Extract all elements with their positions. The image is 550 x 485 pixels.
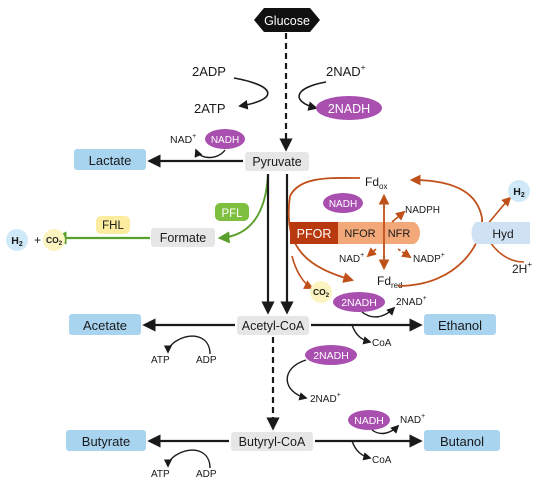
h2-left-circle — [6, 229, 28, 251]
nadh2-ethanol-pill — [333, 292, 385, 312]
nadh2-mid-pill — [305, 345, 357, 365]
fhl-box — [96, 216, 130, 234]
nad2-ethanol-label: 2NAD+ — [396, 295, 427, 308]
h2-right-circle — [508, 180, 530, 202]
lactate-label: Lactate — [89, 153, 132, 168]
acetate-box — [69, 314, 141, 335]
nadh-lactate-curve — [194, 148, 226, 159]
co2-right-circle — [310, 281, 332, 303]
coa-butanol-label: CoA — [372, 455, 392, 466]
acetate-label: Acetate — [83, 318, 127, 333]
adp2-label: 2ADP — [192, 64, 226, 79]
butanol-box — [424, 430, 500, 451]
nad2-label: 2NAD+ — [326, 63, 366, 79]
nadh-pfor-pill — [323, 193, 363, 213]
butyrate-box — [66, 430, 146, 451]
hyd-label: Hyd — [492, 227, 513, 241]
lactate-box — [74, 149, 146, 170]
coa-butanol-curve — [351, 440, 372, 461]
nfor-box — [338, 222, 382, 244]
adp-atp-curve — [233, 77, 269, 110]
h2-left-label: H2 — [11, 235, 23, 248]
acetylcoa-label: Acetyl-CoA — [242, 319, 305, 333]
nfor-label: NFOR — [344, 228, 375, 240]
fd-ox-label: Fdox — [365, 175, 387, 191]
nadh2-top-label: 2NADH — [328, 102, 370, 116]
nad-butanol-label: NAD+ — [400, 413, 425, 426]
nad-pfor-label: NAD+ — [339, 252, 364, 265]
pyruvate-box — [245, 152, 309, 171]
nad-pfor-arrow — [366, 247, 377, 258]
pfor-label: PFOR — [297, 227, 332, 241]
adp-butyrate-label: ADP — [196, 469, 217, 480]
pfor-loop — [289, 177, 361, 197]
ethanol-box — [424, 314, 496, 335]
nadp-arrow — [397, 248, 412, 259]
glucose-label: Glucose — [264, 14, 310, 28]
butanol-label: Butanol — [440, 434, 484, 449]
nfr-label: NFR — [388, 228, 411, 240]
formate-box — [151, 228, 215, 247]
butyrate-label: Butyrate — [82, 434, 130, 449]
atp-adp-butyrate-curve — [163, 449, 211, 469]
nadh2-ethanol-label: 2NADH — [341, 297, 377, 309]
coa-ethanol-curve — [351, 324, 372, 345]
nadh-butanol-pill — [348, 410, 390, 430]
coa-ethanol-label: CoA — [372, 338, 392, 349]
pfor-co2-arrow — [291, 255, 314, 289]
fhl-label: FHL — [102, 220, 124, 232]
nad-lactate-label: NAD+ — [170, 133, 196, 146]
pfl-box — [215, 203, 249, 221]
ethanol-label: Ethanol — [438, 318, 482, 333]
atp-butyrate-label: ATP — [151, 469, 170, 480]
acetylcoa-box — [237, 316, 309, 335]
nadph-arrow — [391, 210, 406, 223]
nadh2-mid-label: 2NADH — [313, 350, 349, 362]
nadph-label: NADPH — [405, 205, 440, 216]
hyd-return-arrow — [397, 174, 483, 287]
formate-label: Formate — [160, 231, 207, 245]
atp2-label: 2ATP — [194, 101, 226, 116]
butyrylcoa-box — [231, 432, 313, 451]
co2-left-label: CO2 — [46, 235, 63, 247]
pfor-box — [290, 222, 338, 244]
glucose-node — [254, 8, 320, 32]
nadh-lactate-label: NADH — [211, 135, 239, 146]
pyruvate-label: Pyruvate — [252, 155, 301, 169]
fd-red-label: Fdred — [377, 274, 403, 290]
nadh-ethanol-curve — [361, 306, 396, 318]
co2-left-circle — [43, 229, 65, 251]
nadh-butanol-label: NADH — [354, 415, 384, 427]
nadh2-top-pill — [316, 96, 382, 120]
co2-right-label: CO2 — [313, 287, 330, 299]
plus-sign: + — [34, 233, 41, 247]
hyd-box — [471, 222, 530, 244]
nadh-lactate-pill — [205, 129, 245, 149]
nadh-mid-curve — [286, 359, 308, 401]
atp-acetate-label: ATP — [151, 355, 170, 366]
adp-acetate-label: ADP — [196, 355, 217, 366]
nadp-label: NADP+ — [413, 252, 445, 265]
nfr-box — [382, 222, 420, 244]
pfl-label: PFL — [221, 208, 243, 220]
nad-nadh-curve — [298, 81, 327, 111]
pfor-loop-lower — [287, 195, 355, 283]
atp-adp-acetate-curve — [163, 335, 211, 355]
nadh-pfor-label: NADH — [329, 199, 357, 210]
nadh-butanol-curve — [371, 424, 400, 435]
nad2-mid-label: 2NAD+ — [310, 392, 341, 405]
h2-right-label: H2 — [513, 186, 525, 199]
hyd-h2-arrow — [485, 196, 512, 227]
two-h-plus-label: 2H+ — [512, 260, 532, 276]
butyrylcoa-label: Butyryl-CoA — [239, 435, 306, 449]
